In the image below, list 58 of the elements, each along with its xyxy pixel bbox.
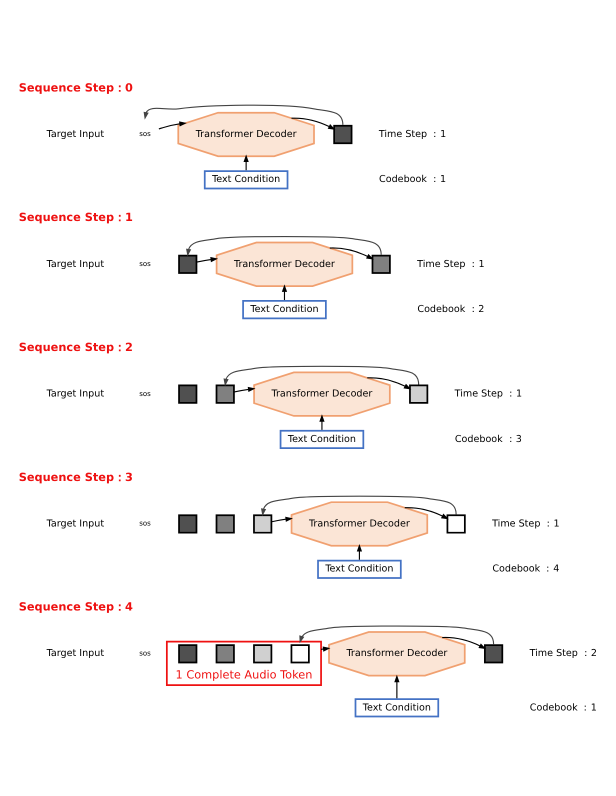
label: Time Step ：1 — [454, 388, 522, 400]
arrow — [330, 246, 374, 260]
label: Codebook ：1 — [379, 174, 446, 185]
label: Time Step ：2 — [530, 648, 598, 659]
node-box — [178, 514, 198, 534]
node-box — [446, 514, 466, 534]
label: Target Input — [46, 388, 104, 400]
label: Time Step ：1 — [417, 258, 485, 270]
arrow — [272, 516, 293, 522]
label: Sequence Step：1 — [18, 210, 133, 224]
node-box — [216, 384, 235, 404]
arrow — [186, 235, 382, 256]
node-box — [372, 254, 391, 274]
label: Target Input — [46, 648, 104, 659]
label: Codebook ：1 — [530, 702, 597, 713]
arrow — [442, 636, 486, 649]
arrow — [404, 506, 449, 519]
arrow — [260, 495, 457, 516]
node-box — [216, 644, 235, 663]
arrow — [196, 256, 218, 262]
label: Codebook ：3 — [454, 433, 522, 444]
arrow — [234, 386, 256, 392]
label: Sequence Step：3 — [18, 469, 133, 484]
arrow — [367, 376, 412, 390]
label: Target Input — [46, 518, 104, 529]
label: Time Step ：1 — [492, 518, 560, 529]
arrow — [224, 365, 420, 386]
label: Target Input — [46, 258, 104, 270]
node-box: Text Condition — [242, 300, 327, 319]
node-box — [333, 124, 352, 144]
node-box — [216, 514, 235, 534]
node-box — [253, 644, 272, 663]
label: Sequence Step：0 — [18, 80, 133, 94]
node-box: Text Condition — [317, 559, 402, 578]
label: Codebook ：4 — [492, 563, 560, 574]
label: Codebook ：2 — [417, 304, 484, 315]
label: Target Input — [46, 128, 104, 140]
label: Sequence Step：4 — [18, 599, 133, 614]
arrow — [320, 646, 330, 652]
node-box: Text Condition — [280, 429, 364, 449]
node-box: Text Condition — [204, 170, 288, 189]
arrow — [394, 674, 400, 698]
node-box — [178, 254, 198, 274]
node-box — [178, 384, 198, 404]
node-box — [484, 644, 504, 663]
node-box — [409, 384, 428, 404]
arrow — [158, 120, 187, 129]
node-box: Text Condition — [354, 698, 440, 717]
cluster — [166, 640, 322, 686]
arrow — [291, 117, 336, 130]
node-box — [290, 644, 310, 663]
label: Time Step ：1 — [378, 128, 446, 140]
node-label: 1 Complete Audio Token — [176, 667, 312, 682]
arrow — [299, 624, 494, 644]
label: Sequence Step：2 — [18, 339, 133, 354]
arrow — [144, 104, 344, 124]
node-box — [178, 644, 198, 663]
node-box — [253, 514, 272, 534]
